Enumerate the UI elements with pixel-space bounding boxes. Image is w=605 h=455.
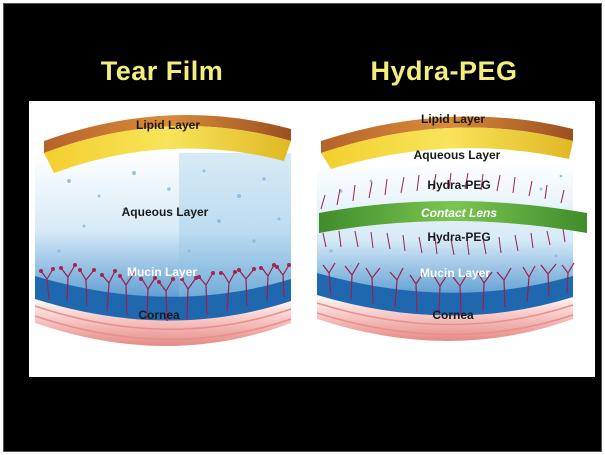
mucin-base xyxy=(317,273,573,316)
hydra-peg-brushes xyxy=(320,172,566,256)
cornea-layer xyxy=(35,296,291,346)
cornea-label: Cornea xyxy=(138,308,180,322)
aqueous-label: Aqueous Layer xyxy=(414,148,501,162)
hydra-peg-title: Hydra-PEG xyxy=(370,56,518,86)
lipid-label: Lipid Layer xyxy=(136,118,200,132)
mucin-nodes xyxy=(39,263,291,284)
contact-lens xyxy=(319,201,587,233)
lipid-bottom xyxy=(44,126,291,173)
aqueous-volume xyxy=(317,161,573,319)
cornea-label: Cornea xyxy=(432,308,474,322)
slide-frame: Tear Film Hydra-PEG xyxy=(3,3,602,452)
hydra-peg-bottom-label: Hydra-PEG xyxy=(427,230,490,244)
mucin-label: Mucin Layer xyxy=(420,266,490,280)
tear-film-diagram: Lipid Layer Aqueous Layer Mucin Layer Co… xyxy=(34,115,292,346)
mucin-branches xyxy=(40,264,290,322)
cornea-stripe xyxy=(316,312,574,336)
lipid-bottom xyxy=(321,127,573,169)
cornea-stripe xyxy=(34,315,292,341)
aqueous-bubbles xyxy=(57,169,281,253)
contact-lens-label: Contact Lens xyxy=(421,206,497,220)
aqueous-bubbles xyxy=(329,174,563,273)
hydra-peg-diagram: Lipid Layer Aqueous Layer Hydra-PEG Cont… xyxy=(316,112,587,341)
mucin-branches xyxy=(322,262,575,315)
lipid-label: Lipid Layer xyxy=(421,112,485,126)
tear-film-panel: Lipid Layer Aqueous Layer Mucin Layer Co… xyxy=(29,101,313,377)
cornea-stripe xyxy=(316,302,574,326)
cornea-stripe xyxy=(34,305,292,331)
lipid-top xyxy=(321,116,573,153)
hydra-peg-panel: Lipid Layer Aqueous Layer Hydra-PEG Cont… xyxy=(311,101,595,377)
mucin-label: Mucin Layer xyxy=(127,265,197,279)
tear-film-title: Tear Film xyxy=(100,56,224,86)
aqueous-label: Aqueous Layer xyxy=(122,205,209,219)
hydra-peg-top-label: Hydra-PEG xyxy=(427,178,490,192)
lipid-top xyxy=(44,115,291,153)
